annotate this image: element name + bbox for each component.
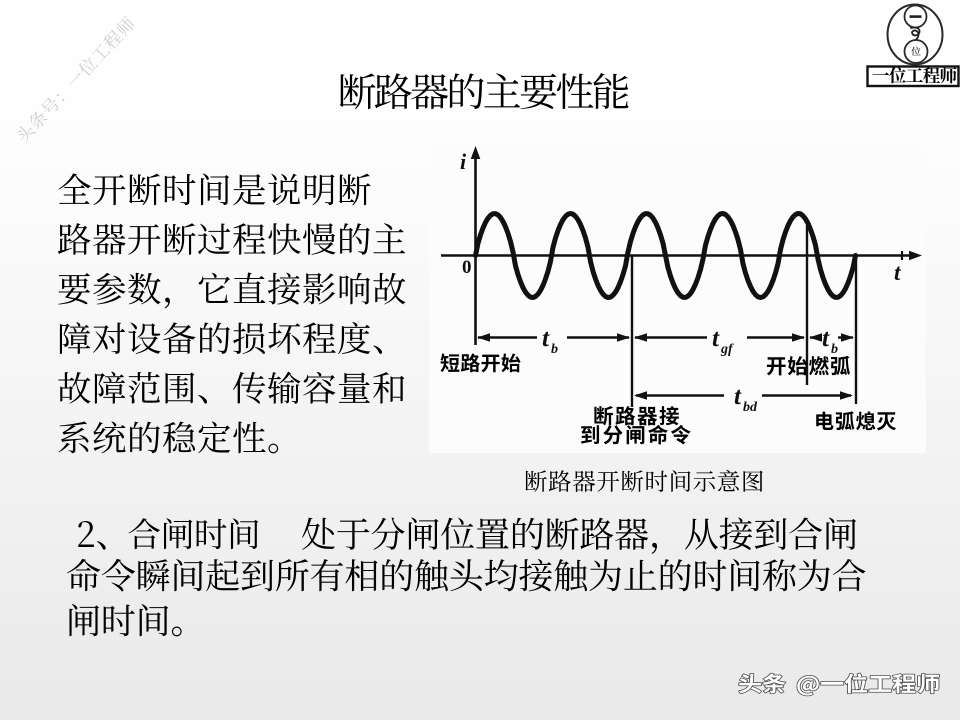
svg-text:bd: bd xyxy=(743,400,758,415)
svg-text:0: 0 xyxy=(462,257,472,278)
svg-text:t: t xyxy=(712,325,720,352)
svg-text:t: t xyxy=(894,260,901,285)
svg-text:b: b xyxy=(831,342,838,357)
svg-text:gf: gf xyxy=(720,342,734,357)
svg-text:t: t xyxy=(542,325,550,352)
svg-text:t: t xyxy=(822,325,830,352)
svg-text:i: i xyxy=(460,149,467,174)
svg-text:b: b xyxy=(551,342,558,357)
svg-text:t: t xyxy=(734,383,742,410)
